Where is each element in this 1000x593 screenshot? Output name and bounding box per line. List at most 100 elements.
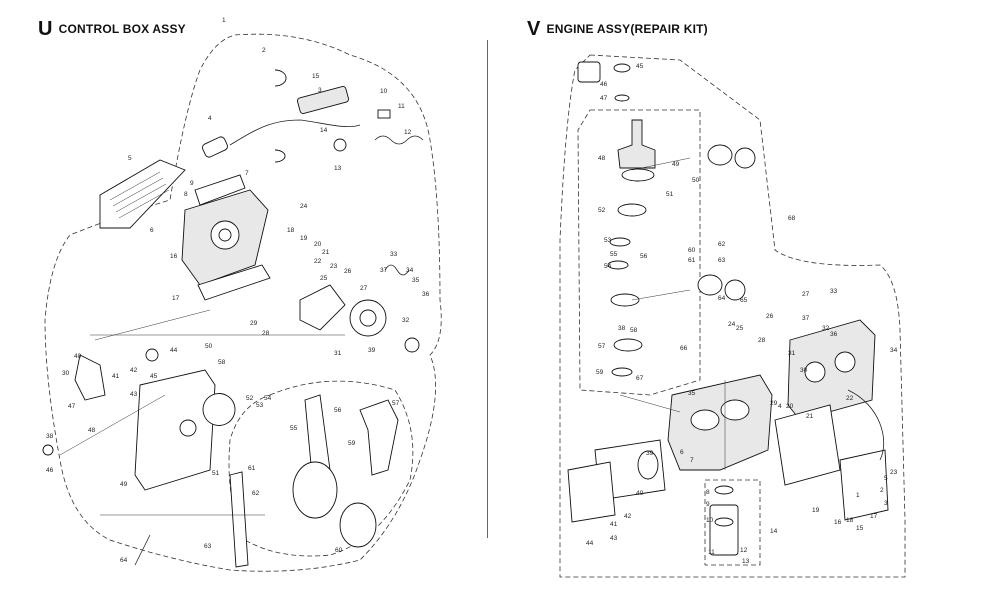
callout-u-5: 5 — [128, 155, 132, 162]
callout-u-52: 52 — [246, 395, 254, 402]
control-box-assembly-drawing — [42, 33, 442, 572]
bracket-rail — [197, 264, 271, 301]
callout-u-58: 58 — [218, 359, 226, 366]
callout-v-32: 32 — [822, 325, 830, 332]
bearing-3 — [611, 367, 633, 377]
callout-v-13: 13 — [742, 558, 750, 565]
callout-v-55: 55 — [610, 251, 618, 258]
callout-v-40: 40 — [636, 490, 644, 497]
callout-v-47: 47 — [600, 95, 608, 102]
callout-u-44: 44 — [170, 347, 178, 354]
callout-u-4: 4 — [208, 115, 212, 122]
callout-v-42: 42 — [624, 513, 632, 520]
lower-seal-2 — [714, 517, 734, 527]
cylinder-block — [667, 374, 773, 471]
clip-ring — [274, 149, 286, 163]
callout-v-37: 37 — [802, 315, 810, 322]
callout-u-11: 11 — [398, 103, 405, 110]
callout-v-6: 6 — [680, 449, 684, 456]
callout-u-45: 45 — [150, 373, 158, 380]
callout-v-12: 12 — [740, 547, 748, 554]
callout-u-64: 64 — [120, 557, 128, 564]
callout-u-17: 17 — [172, 295, 180, 302]
callout-v-9: 9 — [706, 501, 710, 508]
washer — [42, 444, 54, 456]
connector-plug — [202, 136, 228, 158]
gear-hub-inner — [359, 309, 377, 327]
wire-harness — [229, 119, 361, 146]
callout-u-23: 23 — [330, 263, 338, 270]
grommet — [404, 337, 420, 353]
callout-v-62: 62 — [718, 241, 726, 248]
callout-v-34: 34 — [890, 347, 898, 354]
callout-v-4: 4 — [778, 403, 782, 410]
main-cover — [134, 369, 216, 491]
neutral-lever — [74, 354, 106, 401]
callout-v-35: 35 — [688, 390, 696, 397]
callout-v-22: 22 — [846, 395, 854, 402]
callout-u-22: 22 — [314, 258, 322, 265]
callout-u-42: 42 — [130, 367, 138, 374]
section-title-v: ENGINE ASSY(REPAIR KIT) — [546, 22, 708, 36]
callout-u-24: 24 — [300, 203, 308, 210]
left-callout-labels: 1 2 3 4 5 6 7 8 9 10 11 12 13 14 15 16 1… — [46, 17, 430, 564]
callout-u-43: 43 — [130, 391, 138, 398]
callout-u-1: 1 — [222, 17, 226, 24]
callout-u-18: 18 — [287, 227, 295, 234]
callout-v-58: 58 — [630, 327, 638, 334]
bearing-box — [577, 61, 601, 83]
callout-u-26: 26 — [344, 268, 352, 275]
callout-v-38: 38 — [618, 325, 626, 332]
callout-u-57: 57 — [392, 400, 400, 407]
crankshaft-upper — [617, 119, 656, 169]
crankshaft-boundary — [577, 109, 701, 396]
callout-u-49: 49 — [120, 481, 128, 488]
callout-v-8: 8 — [706, 489, 710, 496]
callout-u-35: 35 — [412, 277, 420, 284]
lanyard-coil — [374, 135, 424, 145]
callout-u-33: 33 — [390, 251, 398, 258]
callout-u-16: 16 — [170, 253, 178, 260]
callout-u-27: 27 — [360, 285, 368, 292]
callout-v-27: 27 — [802, 291, 810, 298]
callout-v-61: 61 — [688, 257, 696, 264]
handle-cap — [339, 502, 377, 548]
callout-u-41: 41 — [112, 373, 120, 380]
callout-v-41: 41 — [610, 521, 618, 528]
callout-u-63: 63 — [204, 543, 212, 550]
callout-v-39: 39 — [646, 450, 654, 457]
callout-u-51: 51 — [212, 470, 220, 477]
callout-u-62: 62 — [252, 490, 260, 497]
assembly-boundary-right — [559, 54, 906, 578]
callout-u-14: 14 — [320, 127, 328, 134]
callout-u-29: 29 — [250, 320, 258, 327]
lever-knob — [145, 348, 159, 362]
reed-valve-ring — [637, 450, 659, 480]
shift-lever-plate — [299, 284, 346, 331]
callout-u-54: 54 — [264, 395, 272, 402]
cylinder-head — [787, 319, 876, 421]
callout-v-68: 68 — [788, 215, 796, 222]
callout-v-3: 3 — [884, 500, 888, 507]
callout-u-61: 61 — [248, 465, 256, 472]
callout-v-57: 57 — [598, 343, 606, 350]
callout-v-17: 17 — [870, 513, 878, 520]
callout-u-31: 31 — [334, 350, 342, 357]
callout-v-24: 24 — [728, 321, 736, 328]
callout-u-46: 46 — [46, 467, 54, 474]
callout-v-19: 19 — [812, 507, 820, 514]
callout-v-1: 1 — [856, 492, 860, 499]
callout-u-3: 3 — [318, 87, 322, 94]
callout-u-36: 36 — [422, 291, 430, 298]
right-callout-labels: 1 2 3 4 5 6 7 8 9 10 11 12 13 14 15 16 1… — [586, 63, 898, 565]
callout-u-60: 60 — [335, 547, 343, 554]
callout-v-60: 60 — [688, 247, 696, 254]
housing-boss-inner — [218, 228, 232, 242]
callout-v-63: 63 — [718, 257, 726, 264]
callout-v-65: 65 — [740, 297, 748, 304]
callout-u-55: 55 — [290, 425, 298, 432]
long-bolt — [134, 534, 151, 566]
cylinder-bore-2 — [720, 399, 750, 421]
